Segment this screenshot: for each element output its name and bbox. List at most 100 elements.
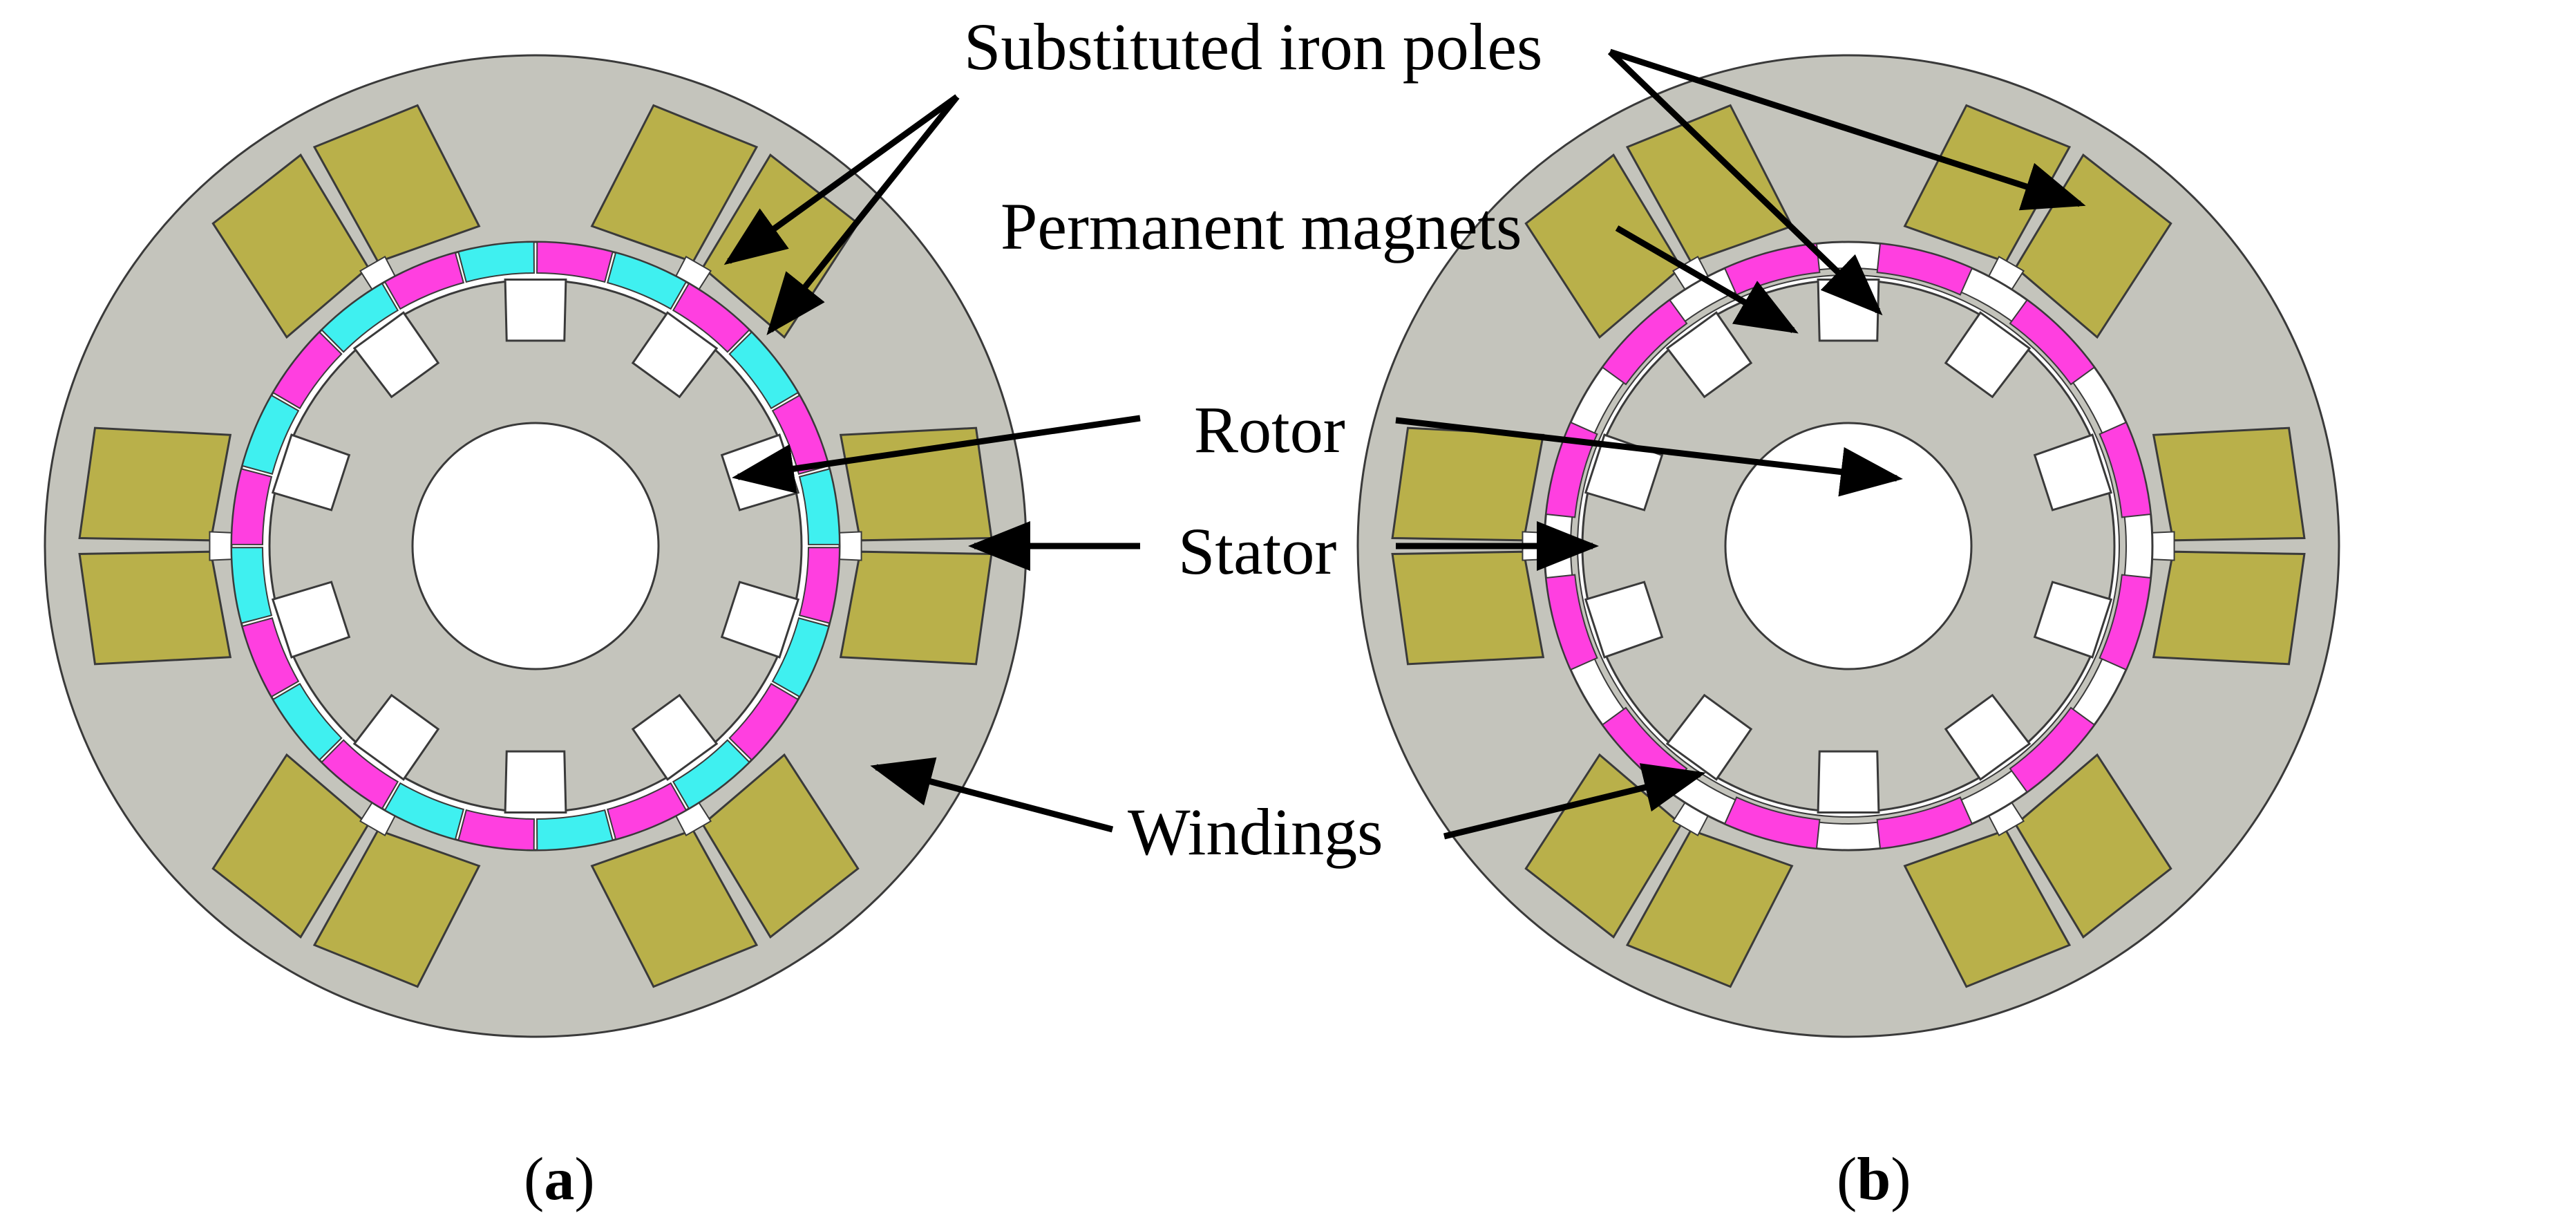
winding-coil bbox=[78, 550, 232, 666]
permanent-magnet bbox=[1876, 243, 1973, 296]
winding-coil bbox=[590, 104, 759, 263]
permanent-magnet bbox=[1545, 421, 1598, 518]
rotor-slot bbox=[271, 433, 351, 511]
panel-label-a: (a) bbox=[524, 1146, 595, 1213]
label-substituted-iron-poles: Substituted iron poles bbox=[964, 10, 1542, 84]
arrows bbox=[723, 48, 2086, 840]
winding-coil bbox=[1391, 426, 1545, 542]
arrow-windings-b bbox=[1443, 763, 1706, 840]
permanent-magnet bbox=[672, 282, 750, 353]
rotor-slot bbox=[2033, 581, 2113, 659]
machine-a bbox=[44, 54, 1027, 1038]
shaft-hole bbox=[1724, 422, 1973, 670]
rotor-slot bbox=[1584, 433, 1664, 511]
winding-coil bbox=[839, 550, 993, 666]
rotor-slot bbox=[352, 693, 440, 781]
rotor-slot bbox=[720, 581, 800, 659]
permanent-magnet bbox=[2099, 574, 2152, 671]
rotor-slot bbox=[1944, 693, 2032, 781]
permanent-magnet bbox=[771, 394, 830, 475]
panel-b-letter: b bbox=[1857, 1146, 1891, 1213]
permanent-magnet bbox=[2009, 299, 2096, 386]
rotor-slot bbox=[631, 693, 719, 781]
arrow-windings-a bbox=[870, 757, 1114, 833]
permanent-magnet bbox=[798, 547, 840, 624]
label-permanent-magnets: Permanent magnets bbox=[1001, 189, 1522, 263]
rotor-slot bbox=[1584, 581, 1664, 659]
permanent-magnet bbox=[231, 468, 273, 545]
arrow-magnet-b bbox=[1615, 225, 1799, 334]
permanent-magnet bbox=[771, 617, 830, 698]
rotor-slot bbox=[1665, 693, 1753, 781]
winding-coil bbox=[701, 753, 860, 939]
panel-a-letter: a bbox=[544, 1146, 574, 1213]
arrow-magnet-a-1 bbox=[723, 94, 959, 265]
permanent-magnet bbox=[457, 809, 535, 851]
rotor-slot bbox=[1817, 278, 1880, 342]
permanent-magnet bbox=[241, 617, 300, 698]
label-rotor: Rotor bbox=[1194, 393, 1345, 467]
permanent-magnet bbox=[536, 241, 614, 283]
permanent-magnet bbox=[383, 252, 464, 310]
winding-coil bbox=[1391, 550, 1545, 666]
panel-label-b: (b) bbox=[1837, 1146, 1911, 1213]
winding-coil bbox=[2152, 426, 2306, 542]
winding-coil bbox=[312, 104, 481, 263]
permanent-magnet bbox=[321, 282, 399, 353]
winding-coil bbox=[312, 829, 481, 988]
rotor-slot bbox=[271, 581, 351, 659]
rotor-slot bbox=[1944, 311, 2032, 399]
permanent-magnet bbox=[672, 739, 750, 810]
arrow-iron-pole-1 bbox=[1607, 49, 1883, 316]
winding-coil bbox=[78, 426, 232, 542]
permanent-magnet bbox=[321, 739, 399, 810]
permanent-magnet bbox=[728, 331, 799, 410]
permanent-magnet bbox=[383, 782, 464, 840]
winding-coil bbox=[211, 153, 370, 339]
winding-coil bbox=[2152, 550, 2306, 666]
permanent-magnet bbox=[2009, 706, 2096, 793]
machine-b bbox=[1356, 54, 2340, 1038]
label-stator: Stator bbox=[1178, 514, 1336, 588]
arrow-iron-pole-2 bbox=[1609, 48, 2086, 211]
panel-b-open-paren: ( bbox=[1837, 1146, 1857, 1213]
rotor-slot bbox=[631, 311, 719, 399]
winding-coil bbox=[1625, 829, 1794, 988]
permanent-magnet bbox=[457, 241, 535, 283]
permanent-magnet bbox=[1723, 796, 1821, 849]
permanent-magnet bbox=[1601, 299, 1688, 386]
rotor-slot bbox=[2033, 433, 2113, 511]
panel-a-close-paren: ) bbox=[574, 1146, 594, 1213]
permanent-magnet bbox=[607, 782, 688, 840]
panel-a-open-paren: ( bbox=[524, 1146, 544, 1213]
shaft-hole bbox=[411, 422, 660, 670]
permanent-magnet bbox=[607, 252, 688, 310]
rotor-slot bbox=[1817, 750, 1880, 814]
winding-coil bbox=[1524, 153, 1683, 339]
arrow-rotor-a bbox=[732, 415, 1141, 494]
permanent-magnet bbox=[272, 331, 343, 410]
winding-coil bbox=[1903, 829, 2072, 988]
permanent-magnet bbox=[241, 394, 300, 475]
permanent-magnet bbox=[272, 682, 343, 761]
winding-coil bbox=[590, 829, 759, 988]
winding-coil bbox=[1903, 104, 2072, 263]
winding-coil bbox=[2014, 753, 2172, 939]
rotor-slot bbox=[352, 311, 440, 399]
permanent-magnet bbox=[1876, 796, 1973, 849]
arrow-rotor-b bbox=[1395, 417, 1903, 497]
permanent-magnet bbox=[231, 547, 273, 624]
rotor-slot bbox=[504, 278, 567, 342]
permanent-magnet bbox=[728, 682, 799, 761]
permanent-magnet bbox=[536, 809, 614, 851]
permanent-magnet bbox=[2099, 421, 2152, 518]
rotor-slot bbox=[1665, 311, 1753, 399]
arrow-magnet-a-2 bbox=[766, 95, 960, 336]
winding-coil bbox=[1625, 104, 1794, 263]
rotor-slot bbox=[504, 750, 567, 814]
permanent-magnet bbox=[1545, 574, 1598, 671]
panel-b-close-paren: ) bbox=[1891, 1146, 1911, 1213]
winding-coil bbox=[211, 753, 370, 939]
label-windings: Windings bbox=[1128, 795, 1383, 869]
